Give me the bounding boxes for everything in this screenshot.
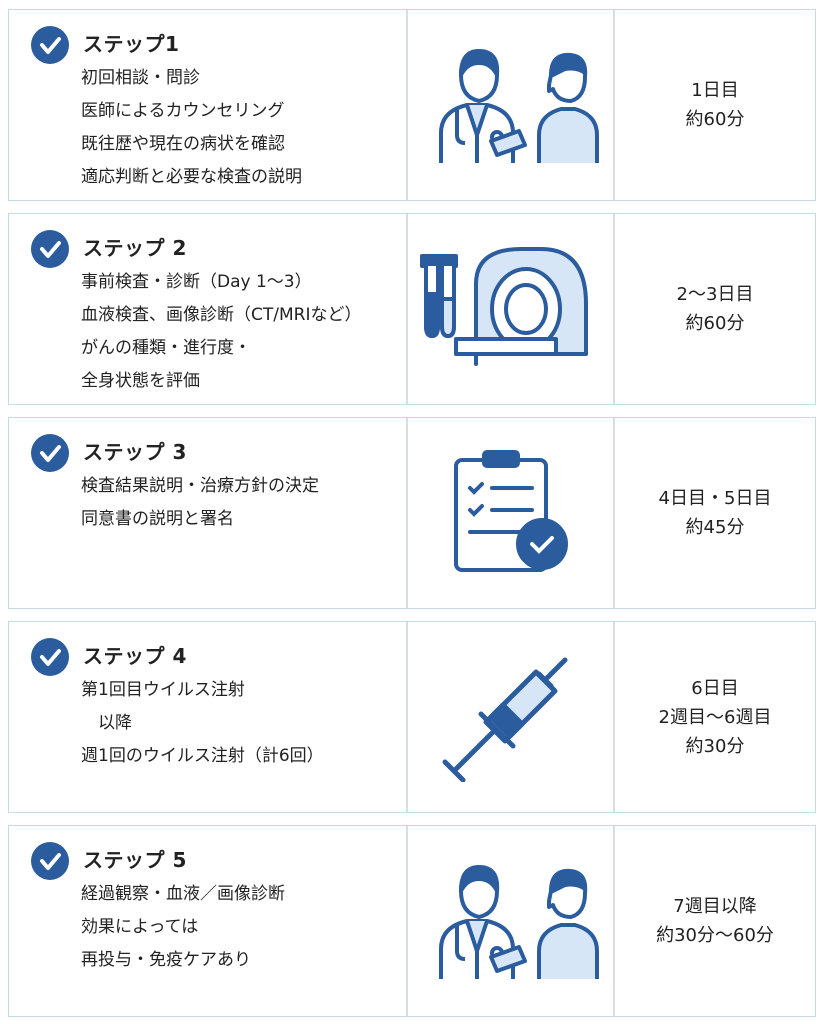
step-details: 経過観察・血液／画像診断効果によっては再投与・免疫ケアあり [81, 878, 285, 977]
step-detail-line: 血液検査、画像診断（CT/MRIなど） [81, 305, 362, 325]
schedule-line: 7週目以降 [673, 896, 757, 917]
step-detail-line: 初回相談・問診 [81, 68, 200, 88]
schedule-line: 2週目〜6週目 [658, 706, 772, 728]
step-detail-line: がんの種類・進行度・ [81, 338, 251, 358]
step-description: ステップ1 初回相談・問診医師によるカウンセリング既往歴や現在の病状を確認適応判… [9, 10, 408, 200]
step-detail-line: 同意書の説明と署名 [81, 509, 234, 529]
schedule-line: 約60分 [685, 109, 745, 130]
schedule-line: 1日目 [691, 80, 739, 101]
step-detail-line: 既往歴や現在の病状を確認 [81, 134, 285, 154]
step-title: ステップ 3 [83, 440, 187, 464]
doctor-patient-icon [408, 10, 615, 200]
step-title: ステップ 5 [83, 848, 187, 872]
step-schedule: 2〜3日目約60分 [615, 214, 815, 404]
check-circle-icon [31, 434, 69, 472]
step-schedule: 4日目・5日目約45分 [615, 418, 815, 608]
schedule-line: 約30分 [685, 735, 745, 757]
check-circle-icon [31, 230, 69, 268]
step-details: 検査結果説明・治療方針の決定同意書の説明と署名 [81, 470, 319, 536]
step-title: ステップ 4 [83, 644, 187, 668]
step-description: ステップ 5 経過観察・血液／画像診断効果によっては再投与・免疫ケアあり [9, 826, 408, 1016]
step-card: ステップ 2 事前検査・診断（Day 1〜3） 血液検査、画像診断（CT/MRIな… [8, 213, 816, 405]
step-card: ステップ 4 第1回目ウイルス注射 以降週1回のウイルス注射（計6回） 6日目 2… [8, 621, 816, 813]
step-detail-line: 事前検査・診断（Day 1〜3） [81, 272, 312, 292]
clipboard-check-icon [408, 418, 615, 608]
step-schedule: 1日目約60分 [615, 10, 815, 200]
check-circle-icon [31, 842, 69, 880]
step-title: ステップ 2 [83, 236, 187, 260]
step-details: 事前検査・診断（Day 1〜3） 血液検査、画像診断（CT/MRIなど） がんの種類… [81, 266, 361, 398]
step-card: ステップ1 初回相談・問診医師によるカウンセリング既往歴や現在の病状を確認適応判… [8, 9, 816, 201]
schedule-line: 2〜3日目 [676, 284, 754, 305]
step-description: ステップ 3 検査結果説明・治療方針の決定同意書の説明と署名 [9, 418, 408, 608]
step-detail-line: 全身状態を評価 [81, 371, 200, 391]
check-circle-icon [31, 26, 69, 64]
step-schedule: 6日目 2週目〜6週目約30分 [615, 622, 815, 812]
step-card: ステップ 3 検査結果説明・治療方針の決定同意書の説明と署名 4日目・5日目約4… [8, 417, 816, 609]
ct-scanner-icon [408, 214, 615, 404]
step-detail-line: 以降 [81, 713, 132, 733]
step-schedule: 7週目以降約30分〜60分 [615, 826, 815, 1016]
syringe-icon [408, 622, 615, 812]
schedule-line: 約45分 [685, 517, 745, 538]
step-detail-line: 効果によっては [81, 917, 199, 937]
schedule-line: 約60分 [685, 313, 745, 334]
step-detail-line: 第1回目ウイルス注射 [81, 680, 245, 700]
schedule-line: 4日目・5日目 [658, 488, 772, 509]
step-detail-line: 検査結果説明・治療方針の決定 [81, 476, 319, 496]
step-details: 第1回目ウイルス注射 以降週1回のウイルス注射（計6回） [81, 674, 324, 773]
step-description: ステップ 4 第1回目ウイルス注射 以降週1回のウイルス注射（計6回） [9, 622, 408, 812]
doctor-patient-icon [408, 826, 615, 1016]
step-details: 初回相談・問診医師によるカウンセリング既往歴や現在の病状を確認適応判断と必要な検… [81, 62, 302, 194]
step-detail-line: 再投与・免疫ケアあり [81, 950, 251, 970]
step-description: ステップ 2 事前検査・診断（Day 1〜3） 血液検査、画像診断（CT/MRIな… [9, 214, 408, 404]
step-detail-line: 週1回のウイルス注射（計6回） [81, 746, 324, 766]
step-detail-line: 医師によるカウンセリング [81, 101, 285, 121]
step-title: ステップ1 [83, 32, 180, 56]
check-circle-icon [31, 638, 69, 676]
schedule-line: 約30分〜60分 [656, 925, 774, 946]
step-detail-line: 適応判断と必要な検査の説明 [81, 167, 302, 187]
schedule-line: 6日目 [691, 677, 739, 699]
step-card: ステップ 5 経過観察・血液／画像診断効果によっては再投与・免疫ケアあり 7週目… [8, 825, 816, 1017]
step-detail-line: 経過観察・血液／画像診断 [81, 884, 285, 904]
